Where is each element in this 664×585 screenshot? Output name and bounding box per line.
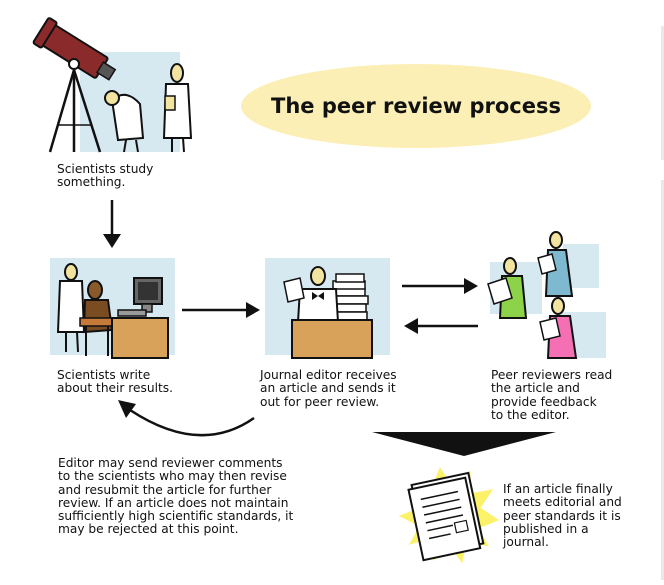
scientists-at-computer-illustration [50,258,175,359]
diagram-title: The peer review process [271,94,561,118]
journal-book-illustration [398,466,500,564]
scientists-observing-illustration [104,63,193,153]
step-publish-text: If an article finally meets editorial an… [503,482,622,550]
peer-reviewers-illustration [487,231,606,359]
right-edge-divider [661,26,664,160]
step-study-text: Scientists study something. [57,162,154,190]
step-reviewers-text: Peer reviewers read the article and prov… [491,368,613,422]
telescope-illustration [32,17,180,153]
step-write-text: Scientists write about their results. [57,368,174,396]
arrow-write-to-editor [182,302,260,318]
arrow-to-publication [372,432,556,456]
title-banner: The peer review process [241,64,591,148]
step-editor-text: Journal editor receives an article and s… [260,368,397,409]
right-edge-divider [661,180,664,580]
arrow-editor-back-to-scientists [118,400,255,437]
arrow-reviewers-to-editor [404,318,478,334]
step-revise-text: Editor may send reviewer comments to the… [58,456,294,537]
editor-at-desk-illustration [265,258,390,359]
arrow-study-to-write [103,200,121,248]
arrow-editor-to-reviewers [402,278,478,294]
